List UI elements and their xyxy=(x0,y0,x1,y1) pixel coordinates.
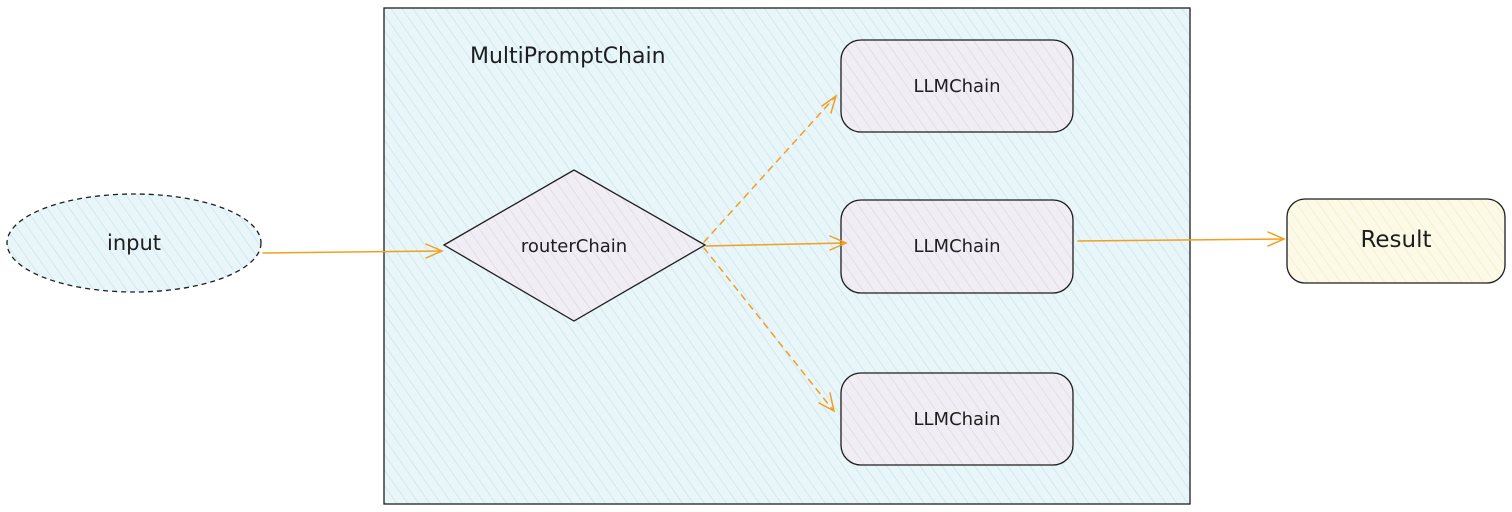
llm-chain-node-middle: LLMChain xyxy=(840,199,1074,294)
container-title: MultiPromptChain xyxy=(470,44,666,69)
input-label: input xyxy=(107,231,161,255)
llm-chain-node-top: LLMChain xyxy=(840,39,1074,133)
llm-chain-node-bottom: LLMChain xyxy=(840,372,1074,466)
input-node: input xyxy=(6,193,262,293)
llm-chain-top-label: LLMChain xyxy=(913,76,1000,97)
arrow-input-to-router xyxy=(262,243,444,259)
arrow-llm-middle-to-result xyxy=(1077,231,1286,247)
router-chain-label: routerChain xyxy=(521,236,627,257)
arrow-router-to-llm-middle xyxy=(705,235,848,251)
llm-chain-middle-label: LLMChain xyxy=(913,236,1000,257)
result-label: Result xyxy=(1360,227,1431,253)
arrow-router-to-llm-top xyxy=(703,94,838,243)
result-node: Result xyxy=(1286,198,1506,284)
router-chain-node: routerChain xyxy=(442,169,707,322)
arrows xyxy=(262,94,1286,413)
arrow-router-to-llm-bottom xyxy=(703,247,836,413)
llm-chain-bottom-label: LLMChain xyxy=(913,409,1000,430)
